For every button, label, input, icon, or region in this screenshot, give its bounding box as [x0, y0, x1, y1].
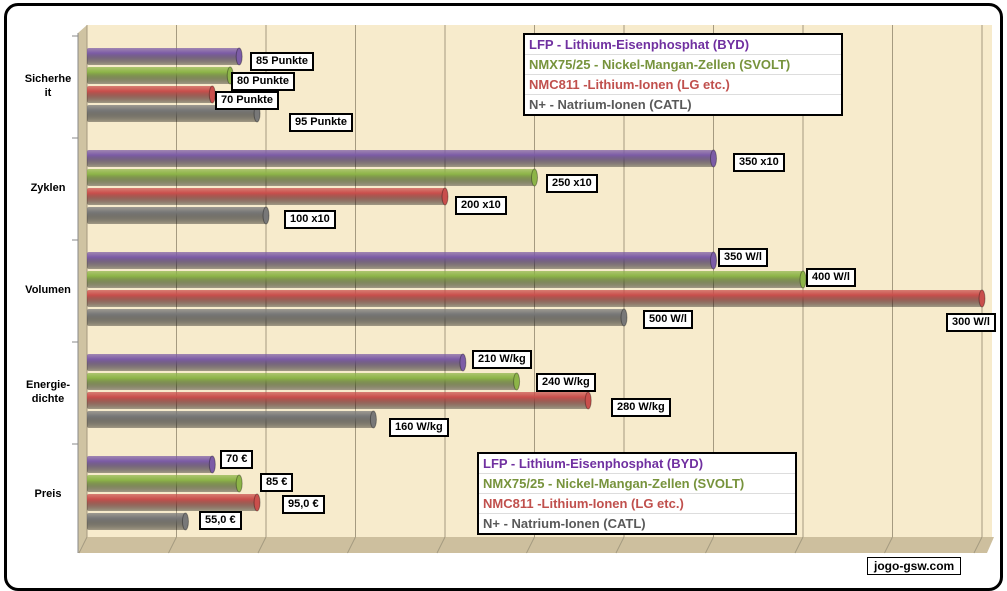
bar-4-1	[87, 475, 240, 492]
bar-cap	[262, 206, 270, 225]
bar-3-3	[87, 411, 374, 428]
floor-gridline	[168, 536, 177, 554]
bar-cap	[369, 410, 377, 429]
bar-1-2	[87, 188, 445, 205]
bar-3-0	[87, 354, 463, 371]
legend-entry: LFP - Lithium-Eisenphosphat (BYD)	[479, 454, 795, 474]
legend-entry: NMC811 -Lithium-Ionen (LG etc.)	[479, 494, 795, 514]
bar-cap	[208, 455, 216, 474]
data-label: 250 x10	[546, 174, 598, 193]
legend-top: LFP - Lithium-Eisenphosphat (BYD)NMX75/2…	[523, 33, 843, 116]
data-label: 200 x10	[455, 196, 507, 215]
legend-entry: NMX75/25 - Nickel-Mangan-Zellen (SVOLT)	[525, 55, 841, 75]
bar-0-0	[87, 48, 240, 65]
floor-gridline	[615, 536, 625, 554]
legend-bottom: LFP - Lithium-Eisenphosphat (BYD)NMX75/2…	[477, 452, 797, 535]
category-label: Preis	[34, 488, 62, 500]
data-label: 350 x10	[733, 153, 785, 172]
legend-entry: N+ - Natrium-Ionen (CATL)	[529, 97, 692, 112]
bar-0-3	[87, 105, 258, 122]
bar-3-1	[87, 373, 517, 390]
bar-cap	[513, 372, 521, 391]
bar-cap	[710, 149, 717, 168]
category-label: Zyklen	[30, 182, 66, 194]
bar-2-0	[87, 252, 714, 269]
bar-cap	[253, 493, 261, 512]
data-label: 300 W/l	[946, 313, 996, 332]
floor-gridline	[973, 536, 983, 554]
bar-cap	[531, 168, 538, 187]
watermark: jogo-gsw.com	[867, 557, 962, 575]
bar-3-2	[87, 392, 589, 409]
data-label: 160 W/kg	[389, 418, 449, 437]
legend-entry: N+ - Natrium-Ionen (CATL)	[483, 516, 646, 531]
bar-2-1	[87, 271, 803, 288]
floor-gridline	[347, 536, 356, 554]
bar-4-2	[87, 494, 258, 511]
bar-1-3	[87, 207, 266, 224]
floor-gridline	[794, 536, 804, 554]
bar-2-3	[87, 309, 624, 326]
bar-4-3	[87, 513, 186, 530]
bar-cap	[620, 308, 628, 327]
bar-1-1	[87, 169, 535, 186]
floor-gridline	[526, 536, 535, 554]
bar-0-2	[87, 86, 213, 103]
left-wall	[78, 25, 87, 553]
bar-1-0	[87, 150, 714, 167]
floor-gridline	[78, 536, 88, 554]
category-label: Energie-dichte	[25, 379, 70, 405]
floor-gridline	[436, 536, 446, 554]
bar-4-0	[87, 456, 213, 473]
bar-cap	[584, 391, 592, 410]
bar-cap	[181, 512, 189, 531]
bar-0-1	[87, 67, 231, 84]
bar-cap	[978, 289, 986, 308]
data-label: 280 W/kg	[611, 398, 671, 417]
data-label: 85 €	[260, 473, 294, 492]
floor-gridline	[257, 536, 267, 554]
data-label: 95 Punkte	[289, 113, 353, 132]
floor-gridline	[884, 536, 893, 554]
bar-cap	[441, 187, 449, 206]
data-label: 400 W/l	[806, 268, 856, 287]
data-label: 350 W/l	[718, 248, 768, 267]
data-label: 95,0 €	[282, 495, 325, 514]
bar-cap	[235, 474, 243, 493]
legend-entry: LFP - Lithium-Eisenphosphat (BYD)	[525, 35, 841, 55]
data-label: 210 W/kg	[472, 350, 532, 369]
legend-entry: NMC811 -Lithium-Ionen (LG etc.)	[525, 75, 841, 95]
data-label: 100 x10	[284, 210, 336, 229]
bar-cap	[710, 251, 717, 270]
legend-entry: NMX75/25 - Nickel-Mangan-Zellen (SVOLT)	[479, 474, 795, 494]
data-label: 500 W/l	[643, 310, 693, 329]
data-label: 55,0 €	[199, 511, 242, 530]
bar-cap	[459, 353, 467, 372]
bar-2-2	[87, 290, 982, 307]
data-label: 70 Punkte	[215, 91, 279, 110]
data-label: 70 €	[220, 450, 254, 469]
category-label: Volumen	[25, 284, 71, 296]
data-label: 240 W/kg	[536, 373, 596, 392]
floor-gridline	[705, 536, 714, 554]
bar-cap	[235, 47, 243, 66]
floor	[78, 537, 994, 553]
data-label: 85 Punkte	[250, 52, 314, 71]
data-label: 80 Punkte	[231, 72, 295, 91]
